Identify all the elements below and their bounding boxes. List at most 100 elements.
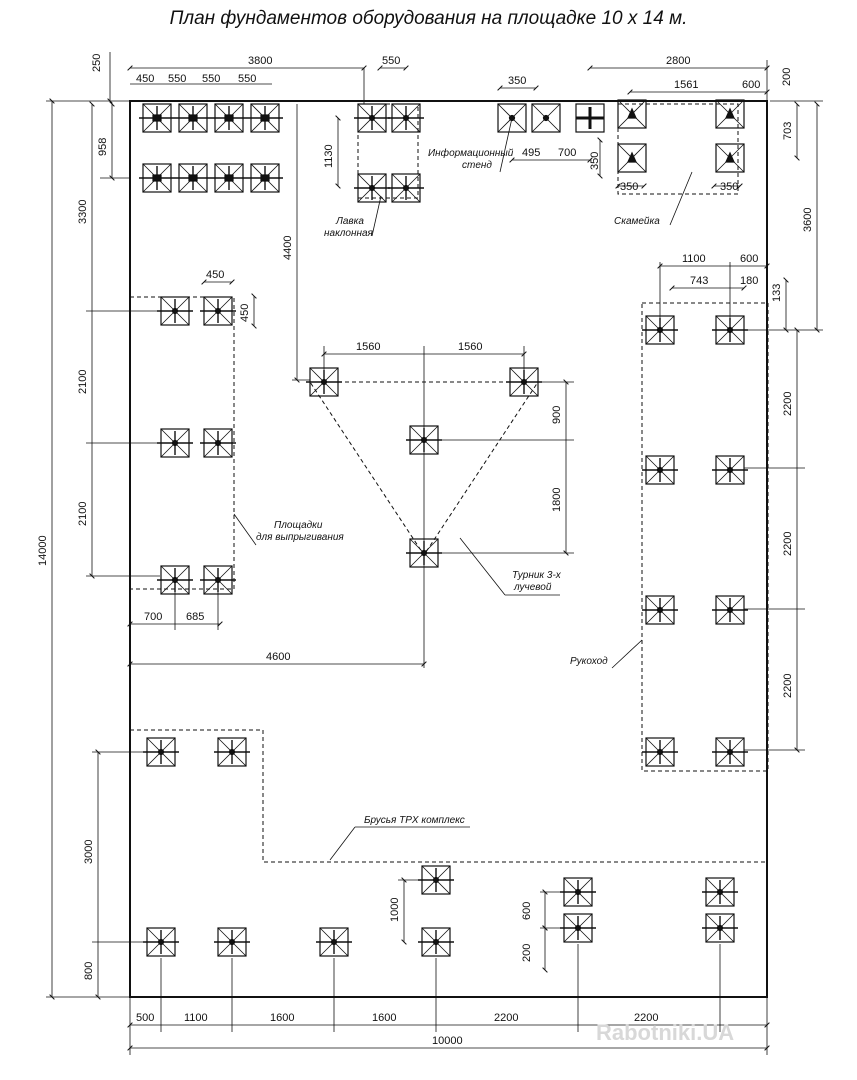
- dim-495: 495: [522, 147, 540, 159]
- dim-550: 550: [202, 73, 220, 85]
- foundation-block: [354, 173, 390, 203]
- foundation-block: [247, 103, 283, 133]
- foundation-block: [560, 877, 596, 907]
- dim-1130: 1130: [323, 144, 335, 168]
- watermark: Rabotniki.UA: [596, 1020, 734, 1045]
- foundation-block: [214, 737, 250, 767]
- dim-2200: 2200: [782, 392, 794, 416]
- foundation-block: [200, 428, 236, 458]
- dim-3600: 3600: [802, 208, 814, 232]
- dim-350: 350: [720, 181, 738, 193]
- foundation-block: [143, 737, 179, 767]
- foundation-block: [575, 103, 605, 133]
- dim-700: 700: [558, 147, 576, 159]
- foundation-block: [200, 565, 236, 595]
- leader-lines: [233, 117, 693, 861]
- dim-3800: 3800: [248, 55, 272, 67]
- page-title: План фундаментов оборудования на площадк…: [169, 8, 688, 29]
- label-rukohod: Рукоход: [570, 656, 608, 667]
- site-boundary: [129, 100, 768, 998]
- dim-2200: 2200: [782, 674, 794, 698]
- label-info-stand: Информационный: [428, 147, 514, 159]
- dim-685: 685: [186, 611, 204, 623]
- dim-2200: 2200: [634, 1012, 658, 1024]
- foundation-block: [388, 173, 424, 203]
- foundation-block: [617, 143, 647, 173]
- foundation-block: [642, 737, 678, 767]
- foundation-block: [418, 927, 454, 957]
- dim-800: 800: [83, 962, 95, 980]
- foundation-block: [157, 296, 193, 326]
- dim-4600: 4600: [266, 651, 290, 663]
- dim-2200: 2200: [494, 1012, 518, 1024]
- dim-1560: 1560: [458, 341, 482, 353]
- dim-1561: 1561: [674, 79, 698, 91]
- dim-550: 550: [168, 73, 186, 85]
- dim-200: 200: [521, 944, 533, 962]
- dim-700: 700: [144, 611, 162, 623]
- dim-350: 350: [589, 152, 601, 170]
- foundation-block: [211, 163, 247, 193]
- foundation-block: [354, 103, 390, 133]
- dashed-zones: [129, 103, 769, 863]
- foundation-block: [175, 103, 211, 133]
- dim-500: 500: [136, 1012, 154, 1024]
- label-bench-inclined-2: наклонная: [324, 228, 374, 239]
- dim-3300: 3300: [77, 200, 89, 224]
- dim-2100: 2100: [77, 370, 89, 394]
- dim-600: 600: [742, 79, 760, 91]
- foundation-block: [642, 595, 678, 625]
- dim-450: 450: [136, 73, 154, 85]
- foundation-block: [214, 927, 250, 957]
- dim-10000: 10000: [432, 1035, 463, 1047]
- dim-1000: 1000: [389, 898, 401, 922]
- foundation-block: [157, 565, 193, 595]
- label-trx: Брусья TPX комплекс: [364, 815, 465, 826]
- dim-180: 180: [740, 275, 758, 287]
- foundation-block: [617, 99, 647, 129]
- foundation-block: [712, 455, 748, 485]
- dim-1600: 1600: [372, 1012, 396, 1024]
- dim-1600: 1600: [270, 1012, 294, 1024]
- dim-2200: 2200: [782, 532, 794, 556]
- foundation-block: [560, 913, 596, 943]
- dim-550: 550: [382, 55, 400, 67]
- label-bench-inclined: Лавка: [335, 216, 364, 227]
- dim-2100: 2100: [77, 502, 89, 526]
- foundation-block: [715, 99, 745, 129]
- dim-1100: 1100: [682, 253, 706, 265]
- label-bench: Скамейка: [614, 216, 660, 227]
- dim-600: 600: [740, 253, 758, 265]
- foundation-block: [531, 103, 561, 133]
- foundation-block: [702, 913, 738, 943]
- foundation-block: [712, 737, 748, 767]
- foundation-block: [143, 927, 179, 957]
- dim-900: 900: [551, 406, 563, 424]
- foundation-block: [715, 143, 745, 173]
- dim-1800: 1800: [551, 488, 563, 512]
- foundation-block: [175, 163, 211, 193]
- dim-600: 600: [521, 902, 533, 920]
- dim-250: 250: [91, 54, 103, 72]
- dim-550: 550: [238, 73, 256, 85]
- dim-14000: 14000: [37, 535, 49, 566]
- foundation-block: [211, 103, 247, 133]
- dim-450: 450: [206, 269, 224, 281]
- dim-743: 743: [690, 275, 708, 287]
- foundation-block: [712, 315, 748, 345]
- foundation-block: [388, 103, 424, 133]
- label-jump-platforms: Площадки: [274, 520, 323, 531]
- dim-450: 450: [239, 304, 251, 322]
- foundation-block: [139, 163, 175, 193]
- foundation-block: [316, 927, 352, 957]
- label-turnik: Турник 3-х: [512, 570, 562, 581]
- foundation-block: [247, 163, 283, 193]
- dim-2800: 2800: [666, 55, 690, 67]
- foundation-block: [157, 428, 193, 458]
- dim-350: 350: [508, 75, 526, 87]
- dim-200: 200: [781, 68, 793, 86]
- label-info-stand-2: стенд: [462, 160, 492, 171]
- label-jump-platforms-2: для выпрыгивания: [256, 532, 344, 543]
- foundation-block: [139, 103, 175, 133]
